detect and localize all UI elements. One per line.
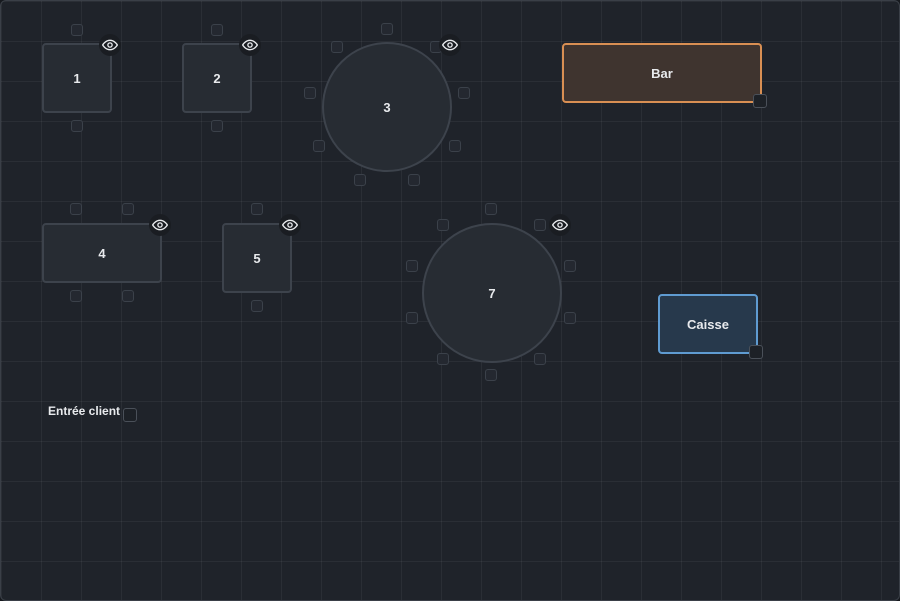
table-7-seat[interactable]	[485, 203, 497, 215]
table-7[interactable]: 7	[422, 223, 562, 363]
table-4-seat[interactable]	[122, 290, 134, 302]
entrance-resize-handle[interactable]	[123, 408, 137, 422]
table-4-seat[interactable]	[122, 203, 134, 215]
table-7-seat[interactable]	[534, 219, 546, 231]
caisse-zone[interactable]: Caisse	[658, 294, 758, 354]
table-4-seat[interactable]	[70, 203, 82, 215]
eye-icon	[552, 219, 568, 231]
table-7-seat[interactable]	[564, 312, 576, 324]
table-1[interactable]: 1	[42, 43, 112, 113]
table-4[interactable]: 4	[42, 223, 162, 283]
table-1-seat[interactable]	[71, 24, 83, 36]
table-2[interactable]: 2	[182, 43, 252, 113]
entrance-label[interactable]: Entrée client	[48, 404, 121, 418]
table-7-seat[interactable]	[485, 369, 497, 381]
eye-icon	[282, 219, 298, 231]
table-7-eye-icon[interactable]	[549, 214, 571, 236]
table-7-seat[interactable]	[406, 312, 418, 324]
table-5-seat[interactable]	[251, 203, 263, 215]
table-2-eye-icon[interactable]	[239, 34, 261, 56]
table-5-number: 5	[253, 250, 261, 266]
table-3-number: 3	[383, 99, 391, 115]
table-7-seat[interactable]	[406, 260, 418, 272]
table-1-number: 1	[73, 70, 81, 86]
table-1-eye-icon[interactable]	[99, 34, 121, 56]
bar-zone-resize-handle[interactable]	[753, 94, 767, 108]
caisse-zone-resize-handle[interactable]	[749, 345, 763, 359]
table-3-eye-icon[interactable]	[439, 34, 461, 56]
table-3-seat[interactable]	[408, 174, 420, 186]
table-3[interactable]: 3	[322, 42, 452, 172]
table-1-seat[interactable]	[71, 120, 83, 132]
eye-icon	[152, 219, 168, 231]
table-2-seat[interactable]	[211, 24, 223, 36]
table-7-number: 7	[488, 285, 496, 301]
table-3-seat[interactable]	[381, 23, 393, 35]
table-3-seat[interactable]	[449, 140, 461, 152]
eye-icon	[242, 39, 258, 51]
table-3-seat[interactable]	[331, 41, 343, 53]
bar-zone-label: Bar	[651, 65, 673, 81]
table-3-seat[interactable]	[354, 174, 366, 186]
table-4-eye-icon[interactable]	[149, 214, 171, 236]
bar-zone[interactable]: Bar	[562, 43, 762, 103]
table-7-seat[interactable]	[534, 353, 546, 365]
eye-icon	[442, 39, 458, 51]
table-7-seat[interactable]	[564, 260, 576, 272]
table-7-seat[interactable]	[437, 219, 449, 231]
table-2-number: 2	[213, 70, 221, 86]
table-5[interactable]: 5	[222, 223, 292, 293]
table-4-seat[interactable]	[70, 290, 82, 302]
table-3-seat[interactable]	[304, 87, 316, 99]
table-5-eye-icon[interactable]	[279, 214, 301, 236]
table-7-seat[interactable]	[437, 353, 449, 365]
table-4-number: 4	[98, 245, 106, 261]
eye-icon	[102, 39, 118, 51]
table-3-seat[interactable]	[458, 87, 470, 99]
table-5-seat[interactable]	[251, 300, 263, 312]
caisse-zone-label: Caisse	[687, 316, 729, 332]
table-2-seat[interactable]	[211, 120, 223, 132]
table-3-seat[interactable]	[313, 140, 325, 152]
